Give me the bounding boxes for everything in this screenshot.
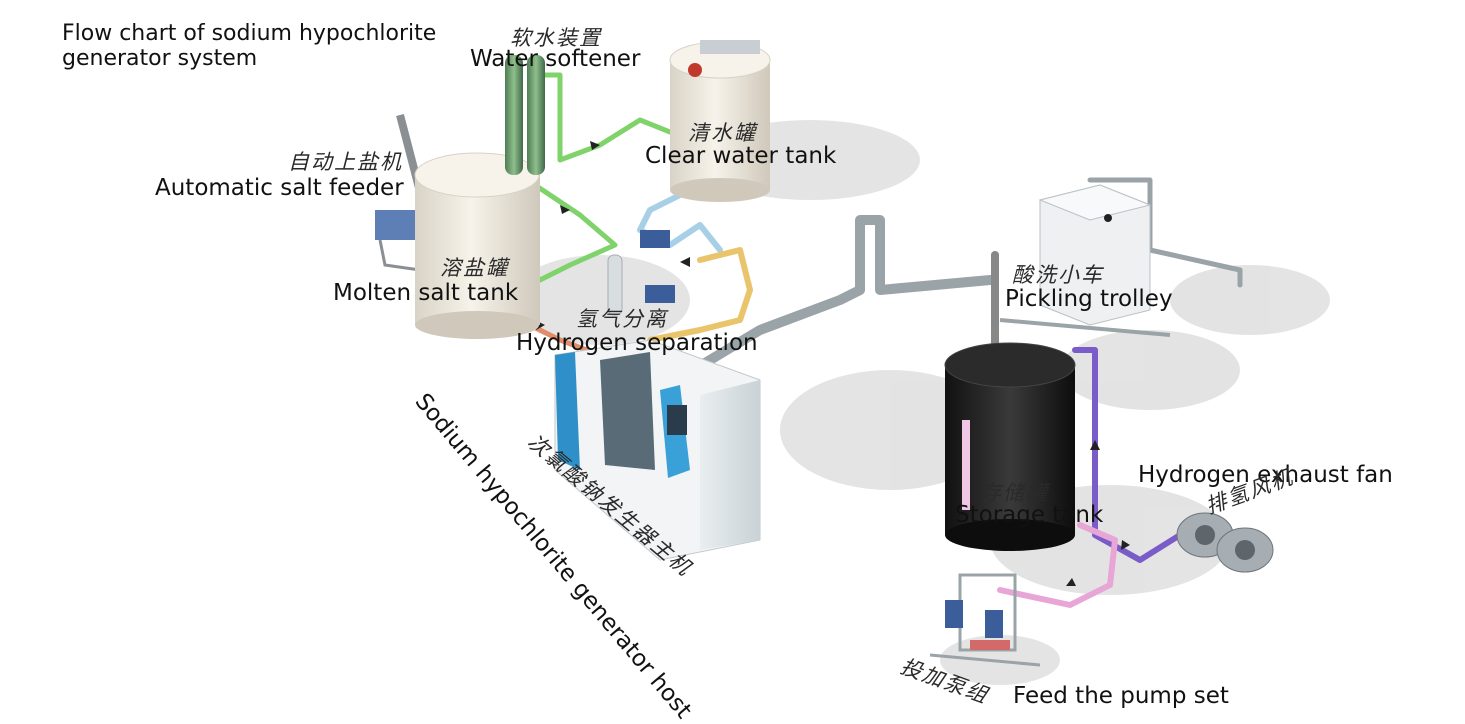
molten-salt-tank-label: Molten salt tank xyxy=(333,280,519,306)
storage-tank xyxy=(944,342,1076,551)
salt-feeder-zh-label: 自动上盐机 xyxy=(288,150,403,174)
diagram-title: Flow chart of sodium hypochlorite genera… xyxy=(62,21,437,71)
hydrogen-separation-label: Hydrogen separation xyxy=(516,330,758,356)
water-softener-zh-label: 软水装置 xyxy=(510,26,602,50)
exhaust-fan xyxy=(1176,512,1274,573)
water-line xyxy=(537,72,693,163)
product-line xyxy=(1072,347,1183,563)
hydrogen-line xyxy=(675,215,995,383)
generator-host xyxy=(554,339,761,561)
hydrogen-separation-zh-label: 氢气分离 xyxy=(576,307,668,331)
dosing-line xyxy=(997,522,1118,608)
pickling-trolley-zh-label: 酸洗小车 xyxy=(1012,263,1104,287)
exhaust-fan-label: Hydrogen exhaust fan xyxy=(1138,462,1393,488)
storage-tank-label: Storage tank xyxy=(955,502,1104,528)
water-line-2 xyxy=(532,182,618,283)
clear-water-tank-label: Clear water tank xyxy=(645,143,837,169)
clear-water-tank xyxy=(669,40,771,202)
salt-feeder-label: Automatic salt feeder xyxy=(155,175,404,201)
pickling-trolley-label: Pickling trolley xyxy=(1005,286,1173,312)
clear-water-tank-zh-label: 清水罐 xyxy=(688,121,757,145)
molten-salt-tank-zh-label: 溶盐罐 xyxy=(440,256,509,280)
storage-tank-zh-label: 存储罐 xyxy=(980,481,1049,505)
pump-set-label: Feed the pump set xyxy=(1013,683,1229,709)
water-softener-label: Water softener xyxy=(470,46,641,72)
molten-salt-tank xyxy=(414,152,540,339)
hydrogen-separator xyxy=(607,230,675,316)
water-softener-unit xyxy=(505,55,545,175)
brine-line xyxy=(647,247,753,343)
pump-set xyxy=(929,573,1041,667)
pickling-trolley xyxy=(999,184,1171,337)
